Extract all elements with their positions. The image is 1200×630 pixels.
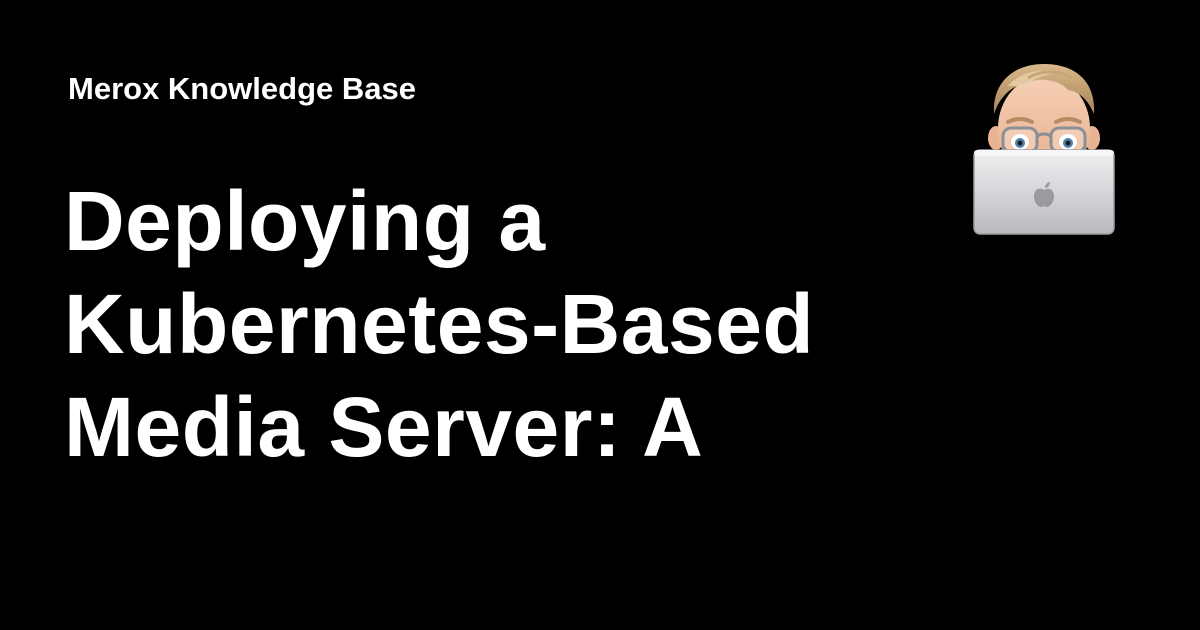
memoji-with-laptop-icon: [968, 56, 1120, 240]
article-title: Deploying a Kubernetes-Based Media Serve…: [64, 170, 924, 479]
title-line-3: Media Server: A: [64, 380, 704, 474]
title-line-1: Deploying a: [64, 174, 546, 268]
title-line-2: Kubernetes-Based: [64, 277, 815, 371]
site-name: Merox Knowledge Base: [68, 71, 416, 106]
